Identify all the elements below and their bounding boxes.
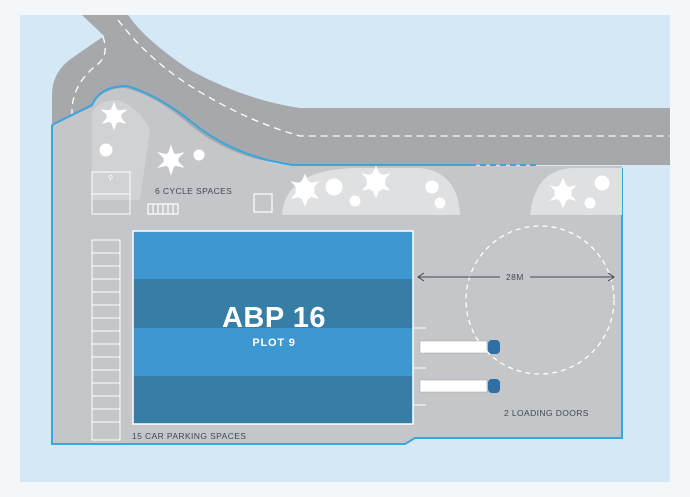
site-boundary [51, 84, 623, 445]
loading-dock-marks [413, 327, 426, 406]
plant-box [253, 193, 273, 213]
ev-icon: ⚲ [108, 174, 113, 182]
trees [99, 101, 610, 209]
building-subtitle: PLOT 9 [252, 337, 296, 349]
cycle-stands [147, 203, 179, 215]
building [132, 230, 414, 425]
landscape-area [92, 100, 150, 200]
lorry [419, 379, 500, 393]
turning-circle [465, 225, 615, 375]
dimension-arrow [417, 272, 615, 282]
cycle-spaces-label: 6 CYCLE SPACES [155, 186, 233, 196]
access-road [52, 15, 670, 443]
landscape-area [282, 168, 460, 215]
turning-circle-label: 28M [506, 272, 524, 282]
bin-store [91, 193, 131, 215]
road-centre-line [71, 19, 670, 440]
lorry [419, 340, 500, 354]
loading-doors-label: 2 LOADING DOORS [504, 408, 589, 418]
building-title: ABP 16 [221, 302, 327, 334]
car-parking-bays [91, 239, 121, 441]
car-parking-label: 15 CAR PARKING SPACES [132, 431, 247, 441]
